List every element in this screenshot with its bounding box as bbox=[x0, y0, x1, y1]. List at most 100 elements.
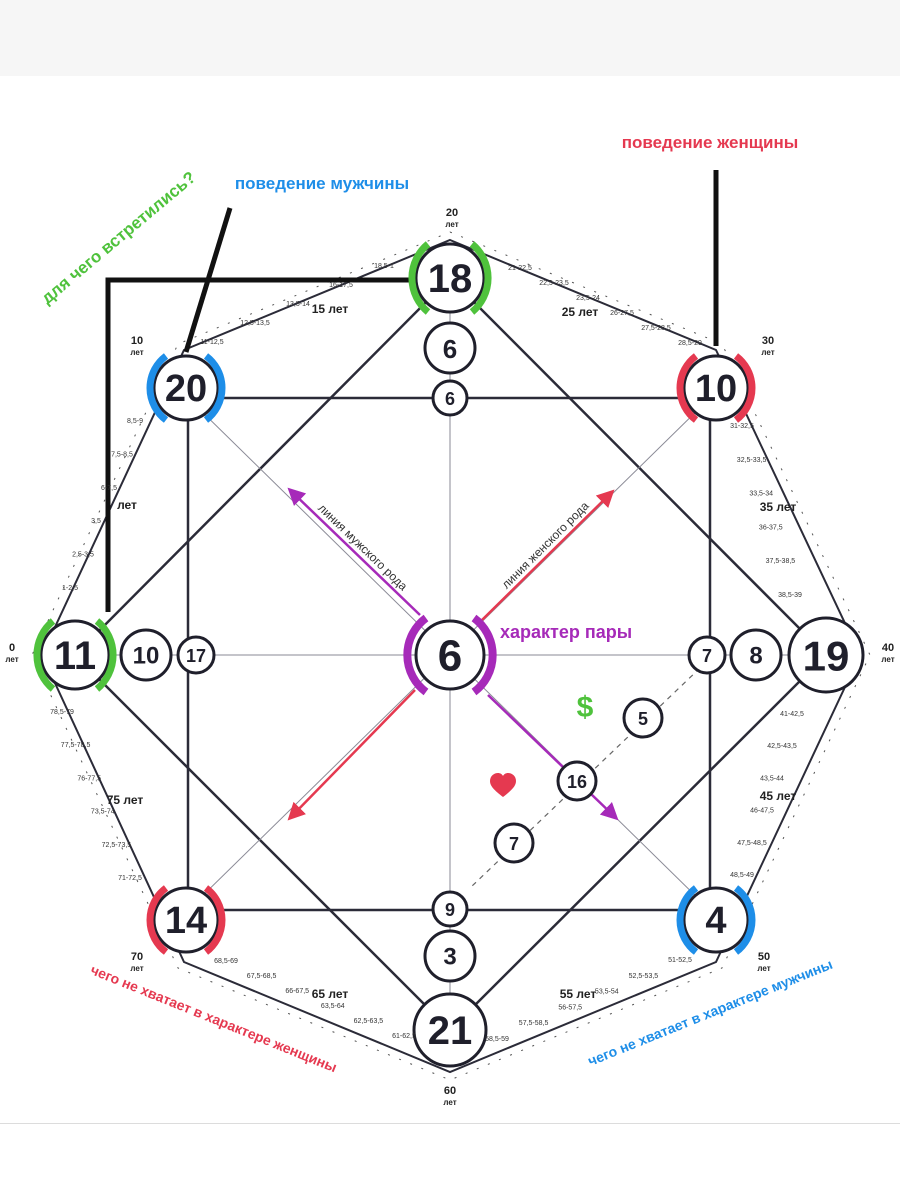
age-tick-label: 72,5-73,5 bbox=[102, 842, 132, 849]
age-tick-label: 7,5-8,5 bbox=[111, 451, 133, 458]
node-top[interactable]: 18 bbox=[408, 241, 492, 315]
node-left[interactable]: 11 bbox=[33, 618, 117, 692]
node-right-inner-value: 7 bbox=[702, 646, 712, 666]
node-left-inner[interactable]: 17 bbox=[176, 635, 216, 675]
node-top-inner[interactable]: 6 bbox=[431, 379, 469, 417]
node-top-left-value: 20 bbox=[165, 368, 207, 410]
node-money-2[interactable]: 16 bbox=[556, 760, 598, 802]
node-money-3[interactable]: 7 bbox=[493, 822, 535, 864]
age-tick-label: 18,5-1 bbox=[374, 263, 394, 270]
node-top-right[interactable]: 10 bbox=[676, 353, 756, 423]
age-tick-label: 38,5-39 bbox=[778, 592, 802, 599]
age-60: 60 bbox=[444, 1085, 456, 1097]
age-20: 20 bbox=[446, 207, 458, 219]
age-5: лет bbox=[117, 498, 137, 512]
node-left-outer[interactable]: 10 bbox=[119, 628, 173, 682]
node-bottom[interactable]: 21 bbox=[412, 992, 488, 1068]
age-tick-label: 76-77,5 bbox=[77, 775, 101, 782]
age-50: 50 bbox=[758, 951, 770, 963]
age-tick-label: 26-27,5 bbox=[610, 310, 634, 317]
male-behavior-label: поведение мужчины bbox=[235, 174, 409, 193]
female-missing-label: чего не хватает в характере женщины bbox=[88, 961, 339, 1075]
age-55: 55 лет bbox=[560, 987, 597, 1001]
node-money-1-value: 5 bbox=[638, 709, 648, 729]
node-bottom-left-value: 14 bbox=[165, 900, 207, 942]
node-top-outer[interactable]: 6 bbox=[423, 321, 477, 375]
node-money-1[interactable]: 5 bbox=[622, 697, 664, 739]
age-tick-label: 23,5-24 bbox=[576, 295, 600, 302]
female-line-arrow-up bbox=[481, 489, 615, 621]
node-right-outer[interactable]: 8 bbox=[729, 628, 783, 682]
age-tick-label: 71-72,5 bbox=[118, 875, 142, 882]
bottom-band bbox=[0, 1123, 900, 1201]
age-tick-label: 51-52,5 bbox=[668, 957, 692, 964]
age-tick-label: 16-17,5 bbox=[329, 282, 353, 289]
node-bottom-outer[interactable]: 3 bbox=[423, 929, 477, 983]
age-tick-label: 67,5-68,5 bbox=[247, 973, 277, 980]
age-75: 75 лет bbox=[107, 793, 144, 807]
node-right[interactable]: 19 bbox=[787, 616, 865, 694]
node-center[interactable]: 6 bbox=[403, 614, 497, 696]
node-money-2-value: 16 bbox=[567, 772, 587, 792]
age-tick-label: 6-7,5 bbox=[101, 485, 117, 492]
node-left-value: 11 bbox=[54, 634, 96, 678]
female-line-arrow-down bbox=[287, 689, 416, 821]
age-10: 10 bbox=[131, 335, 143, 347]
age-25: 25 лет bbox=[562, 305, 599, 319]
age-tick-label: 68,5-69 bbox=[214, 958, 238, 965]
age-tick-label: 28,5-29 bbox=[678, 340, 702, 347]
age-tick-label: 2,5-3,5 bbox=[72, 552, 94, 559]
age-30: 30 bbox=[762, 335, 774, 347]
age-tick-label: 22,5-23,5 bbox=[539, 280, 569, 287]
couple-character-label: характер пары bbox=[500, 622, 632, 642]
age-tick-label: 31-32,5 bbox=[730, 423, 754, 430]
node-money-3-value: 7 bbox=[509, 834, 519, 854]
age-tick-label: 41-42,5 bbox=[780, 711, 804, 718]
why-met-label: для чего встретились? bbox=[38, 168, 200, 308]
node-bottom-left[interactable]: 14 bbox=[146, 885, 226, 955]
male-line-arrow-up bbox=[287, 487, 421, 616]
age-tick-label: 8,5-9 bbox=[127, 418, 143, 425]
age-tick-label: 3,5 bbox=[91, 518, 101, 525]
female-behavior-label: поведение женщины bbox=[622, 133, 799, 152]
age-ticks: 18,5-116-17,513,5-1412,5-13,511-12,521-2… bbox=[50, 263, 804, 1043]
node-left-outer-value: 10 bbox=[133, 643, 160, 670]
age-tick-label: 1-2,5 bbox=[62, 585, 78, 592]
age-15: 15 лет bbox=[312, 302, 349, 316]
age-tick-label: 78,5-79 bbox=[50, 709, 74, 716]
age-tick-label: 62,5-63,5 bbox=[354, 1018, 384, 1025]
outer-octagon bbox=[40, 238, 862, 1074]
node-bottom-right-value: 4 bbox=[705, 900, 726, 942]
node-top-outer-value: 6 bbox=[443, 334, 457, 364]
male-line-arrow-down bbox=[487, 694, 619, 821]
age-tick-label: 57,5-58,5 bbox=[519, 1020, 549, 1027]
node-center-value: 6 bbox=[438, 632, 462, 681]
node-right-value: 19 bbox=[803, 633, 850, 680]
node-top-left[interactable]: 20 bbox=[146, 353, 226, 423]
age-tick-label: 11-12,5 bbox=[200, 339, 223, 346]
dollar-icon: $ bbox=[577, 691, 594, 724]
age-tick-label: 47,5-48,5 bbox=[737, 840, 767, 847]
node-top-inner-value: 6 bbox=[445, 389, 455, 409]
age-70: 70 bbox=[131, 951, 143, 963]
node-bottom-inner[interactable]: 9 bbox=[431, 890, 469, 928]
age-tick-label: 73,5-74 bbox=[91, 809, 115, 816]
age-40: 40 bbox=[882, 642, 894, 654]
age-tick-label: 42,5-43,5 bbox=[767, 743, 797, 750]
age-tick-label: 66-67,5 bbox=[285, 988, 309, 995]
age-tick-label: 32,5-33,5 bbox=[737, 457, 767, 464]
node-right-inner[interactable]: 7 bbox=[687, 635, 727, 675]
age-tick-label: 27,5-28,5 bbox=[641, 325, 671, 332]
age-45: 45 лет bbox=[760, 789, 797, 803]
age-35: 35 лет bbox=[760, 500, 797, 514]
age-tick-label: 61-62,5 bbox=[392, 1033, 416, 1040]
node-bottom-outer-value: 3 bbox=[443, 944, 456, 971]
top-band bbox=[0, 0, 900, 76]
age-tick-label: 43,5-44 bbox=[760, 775, 784, 782]
node-bottom-right[interactable]: 4 bbox=[676, 885, 756, 955]
age-tick-label: 12,5-13,5 bbox=[240, 320, 270, 327]
node-right-outer-value: 8 bbox=[749, 643, 762, 670]
node-left-inner-value: 17 bbox=[186, 646, 206, 666]
male-behavior-pointer bbox=[183, 207, 233, 353]
